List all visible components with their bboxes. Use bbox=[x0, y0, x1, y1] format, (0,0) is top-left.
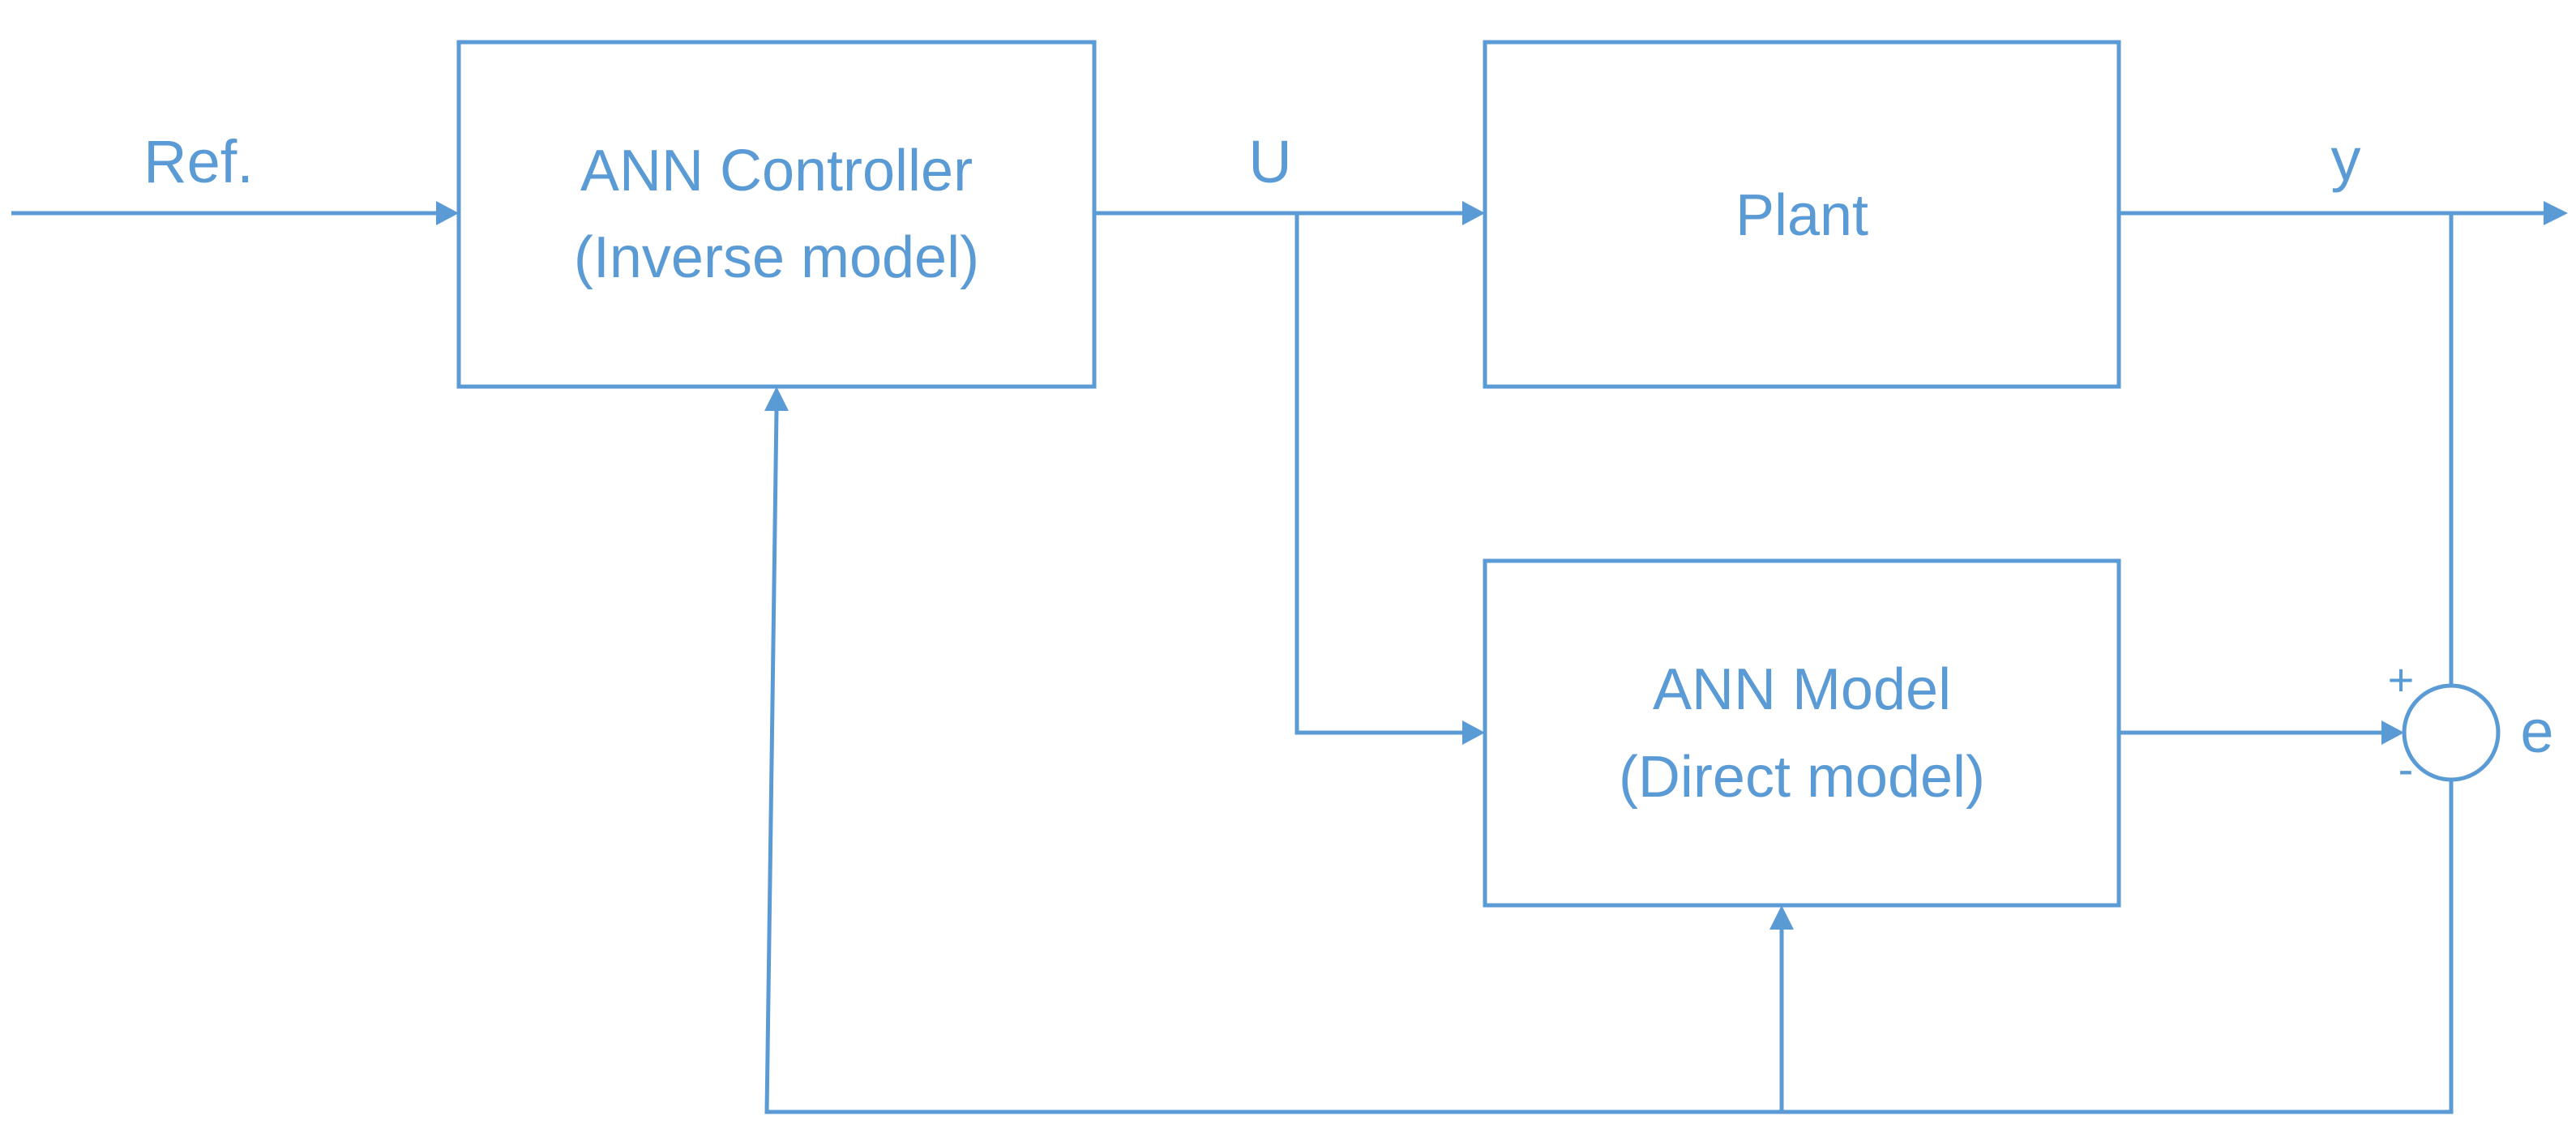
output-label: y bbox=[2331, 126, 2361, 193]
reference-arrowhead bbox=[436, 201, 459, 225]
ann-model-block bbox=[1483, 558, 2121, 908]
controller-subtitle: (Inverse model) bbox=[574, 225, 979, 290]
summer-input-arrowhead bbox=[2381, 720, 2404, 745]
model-subtitle: (Direct model) bbox=[1619, 745, 1985, 810]
controller-feedback-arrowhead bbox=[764, 387, 789, 411]
summer-minus-sign: - bbox=[2398, 743, 2414, 794]
summing-junction bbox=[2402, 683, 2501, 782]
ann-controller-block bbox=[456, 40, 1097, 389]
error-feedback-wire bbox=[764, 408, 2454, 1114]
plant-label: Plant bbox=[1735, 183, 1868, 248]
summer-plus-sign: + bbox=[2388, 654, 2415, 705]
plant-input-arrowhead bbox=[1462, 201, 1485, 225]
output-arrowhead bbox=[2544, 201, 2568, 225]
controller-title: ANN Controller bbox=[580, 139, 973, 203]
reference-label: Ref. bbox=[143, 128, 254, 195]
plant-block bbox=[1483, 40, 2121, 389]
control-signal-label: U bbox=[1248, 128, 1291, 195]
model-input-arrowhead bbox=[1462, 720, 1485, 745]
model-training-arrowhead bbox=[1769, 905, 1794, 930]
model-title: ANN Model bbox=[1653, 657, 1951, 722]
model-input-wire bbox=[1294, 213, 1464, 735]
error-label: e bbox=[2520, 698, 2553, 765]
